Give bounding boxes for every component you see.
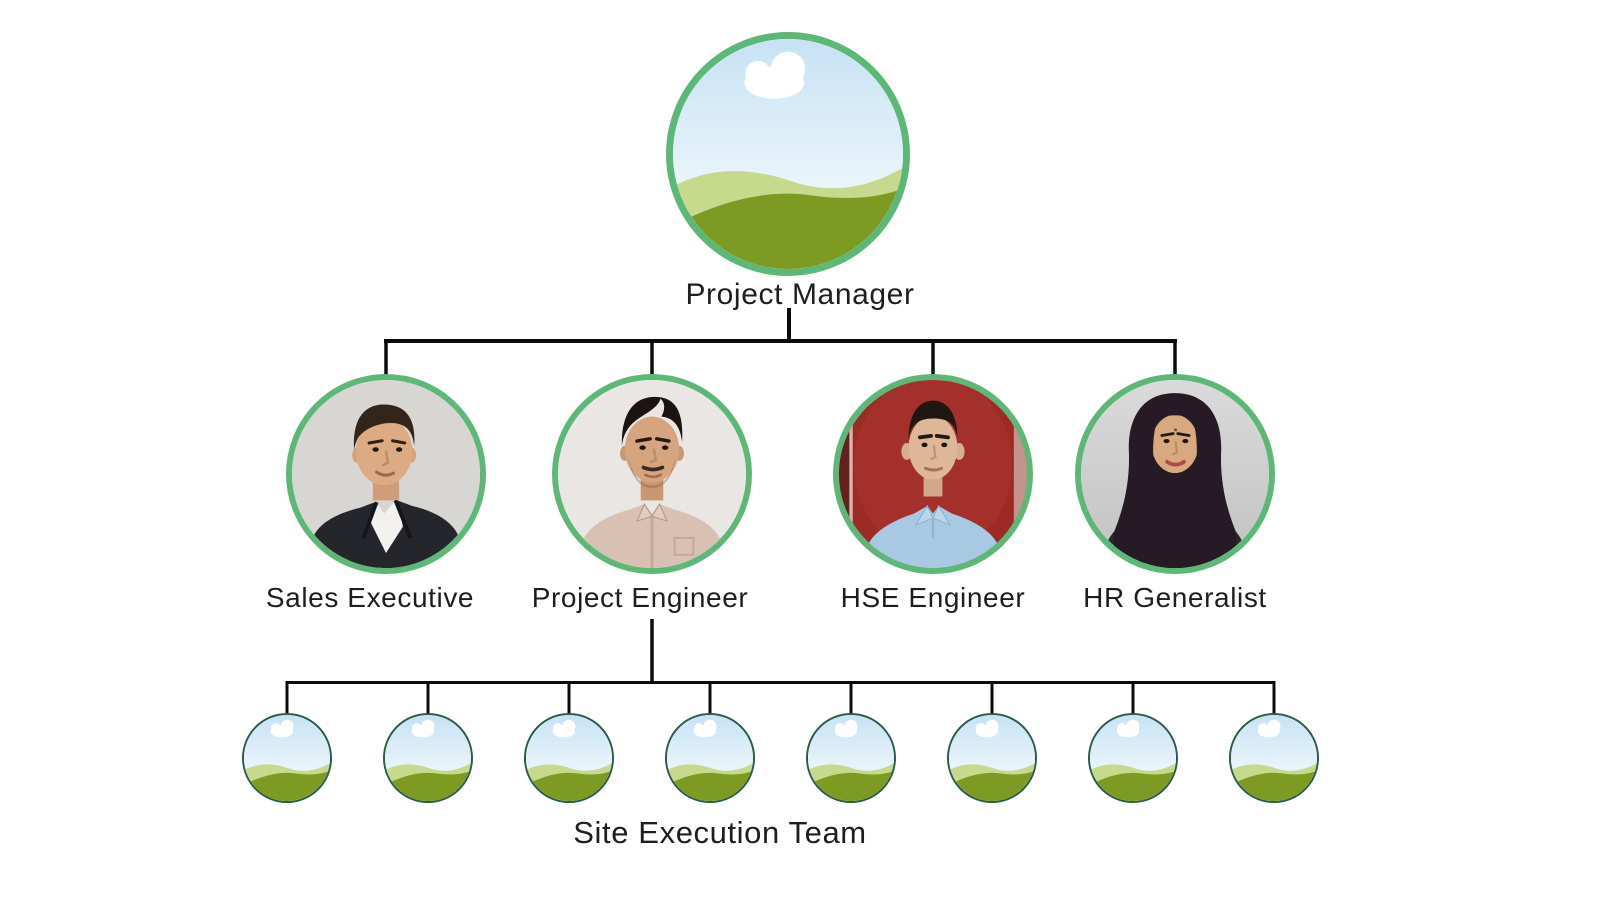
label-project-engineer: Project Engineer [531, 582, 749, 613]
landscape-placeholder-image [667, 715, 753, 801]
label-sales-executive: Sales Executive [265, 582, 475, 613]
site-team-member-avatar [383, 713, 473, 803]
landscape-placeholder-image [1231, 715, 1317, 801]
landscape-placeholder-image [673, 39, 903, 269]
photo-man-dark-suit [292, 380, 480, 568]
landscape-placeholder-image [385, 715, 471, 801]
landscape-placeholder-image [808, 715, 894, 801]
avatar-hr-generalist [1075, 374, 1275, 574]
photo-man-id-red-background [839, 380, 1027, 568]
avatar-project-manager [666, 32, 910, 276]
landscape-placeholder-image [526, 715, 612, 801]
site-team-member-avatar [1229, 713, 1319, 803]
landscape-placeholder-image [244, 715, 330, 801]
avatar-project-engineer [552, 374, 752, 574]
photo-man-tan-shirt [558, 380, 746, 568]
avatar-hse-engineer [833, 374, 1033, 574]
label-hse-engineer: HSE Engineer [840, 582, 1026, 613]
label-hr-generalist: HR Generalist [1083, 582, 1267, 613]
landscape-placeholder-image [1090, 715, 1176, 801]
label-project-manager: Project Manager [685, 278, 915, 311]
site-team-member-avatar [1088, 713, 1178, 803]
site-team-member-avatar [947, 713, 1037, 803]
label-site-execution-team: Site Execution Team [573, 815, 867, 850]
site-team-member-avatar [242, 713, 332, 803]
photo-woman-dark-blazer [1081, 380, 1269, 568]
landscape-placeholder-image [949, 715, 1035, 801]
site-team-member-avatar [665, 713, 755, 803]
site-team-member-avatar [806, 713, 896, 803]
site-team-member-avatar [524, 713, 614, 803]
avatar-sales-executive [286, 374, 486, 574]
